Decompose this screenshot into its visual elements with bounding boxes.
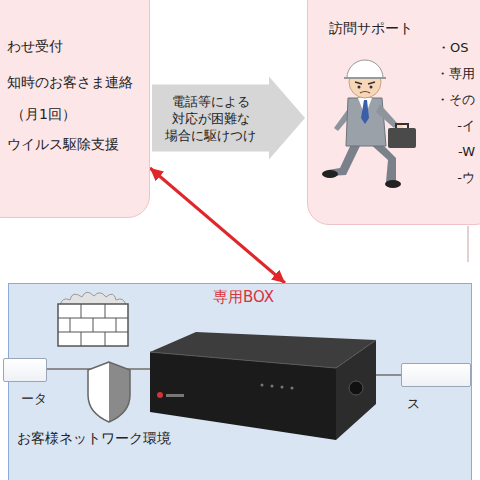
network-wire <box>47 368 150 370</box>
firewall-icon <box>58 304 128 346</box>
firewall-icon <box>60 292 126 306</box>
leader-line <box>468 226 469 262</box>
worker-illustration <box>368 138 396 184</box>
support-item-text: ・OS <box>437 39 468 56</box>
worker-illustration <box>334 106 354 131</box>
router-box: ータ <box>3 358 47 418</box>
service-item-text: わせ受付 <box>7 37 63 55</box>
network-wire <box>375 374 401 376</box>
shield-icon <box>88 362 130 422</box>
worker-illustration <box>328 142 360 176</box>
device-frame <box>401 363 471 387</box>
edge-label: 電話等による 対応が困難な 場合に駆けつけ <box>161 93 261 144</box>
worker-illustration <box>370 86 373 89</box>
dedicated-box-device <box>150 340 376 368</box>
worker-illustration <box>395 123 403 131</box>
worker-illustration <box>349 66 381 98</box>
visit-support-box: 訪問サポート・OS ・専用・その -イ -W -ウ <box>307 0 480 225</box>
worker-illustration <box>360 92 370 94</box>
service-item-text: ウイルス駆除支援 <box>7 135 119 153</box>
dedicated-box-area: ータ ス 専用BOX お客様ネットワーク環境 <box>8 283 472 480</box>
dedicated-box-device <box>150 332 376 368</box>
worker-illustration <box>388 128 416 148</box>
dedicated-box-device <box>336 340 376 440</box>
shield-icon <box>88 362 130 422</box>
worker-illustration <box>355 82 375 84</box>
support-item-text: ・専用 <box>436 65 475 82</box>
dedicated-box-device <box>281 386 284 389</box>
double-arrow <box>150 168 285 283</box>
shield-icon <box>88 362 130 422</box>
dedicated-box-device <box>261 384 264 387</box>
network-wire <box>47 369 401 375</box>
switch-box: ス <box>401 363 471 423</box>
dedicated-box-device <box>349 381 363 395</box>
device-caption: ス <box>407 395 420 412</box>
device-frame <box>3 358 47 382</box>
worker-illustration <box>396 124 408 128</box>
firewall-icon <box>58 292 128 346</box>
worker-illustration <box>347 60 383 78</box>
dedicated-box-device <box>271 385 274 388</box>
dedicated-box-device <box>150 332 376 440</box>
support-item-text: ・その <box>436 91 475 108</box>
dedicated-box-device <box>150 352 336 440</box>
support-item-text: -W <box>458 143 475 160</box>
dedicated-box-device <box>291 387 294 390</box>
service-item-text: （月1回） <box>11 105 76 123</box>
support-item-text: -ウ <box>457 169 475 186</box>
shield-icon <box>109 362 130 422</box>
area-label: 専用BOX <box>213 288 274 307</box>
block-arrow <box>152 77 305 160</box>
worker-illustration <box>346 98 386 146</box>
worker-illustration <box>322 60 416 188</box>
worker-illustration <box>322 170 338 178</box>
worker-illustration <box>376 104 398 128</box>
leader-line <box>468 226 469 262</box>
worker-illustration <box>361 100 369 124</box>
area-label: お客様ネットワーク環境 <box>17 429 171 447</box>
worker-illustration <box>344 77 386 79</box>
dedicated-box-device <box>166 394 184 397</box>
service-box: わせ受付知時のお客さま連絡 （月1回） ウイルス駆除支援 <box>0 0 150 218</box>
worker-illustration <box>358 98 372 116</box>
service-item-text: 知時のお客さま連絡 <box>7 73 133 91</box>
device-caption: ータ <box>21 390 47 407</box>
support-item-text: 訪問サポート <box>329 19 413 37</box>
worker-illustration <box>358 86 361 89</box>
support-item-text: -イ <box>457 117 475 134</box>
worker-illustration <box>385 180 401 188</box>
dedicated-box-device <box>157 392 163 398</box>
firewall-icon <box>58 304 128 346</box>
